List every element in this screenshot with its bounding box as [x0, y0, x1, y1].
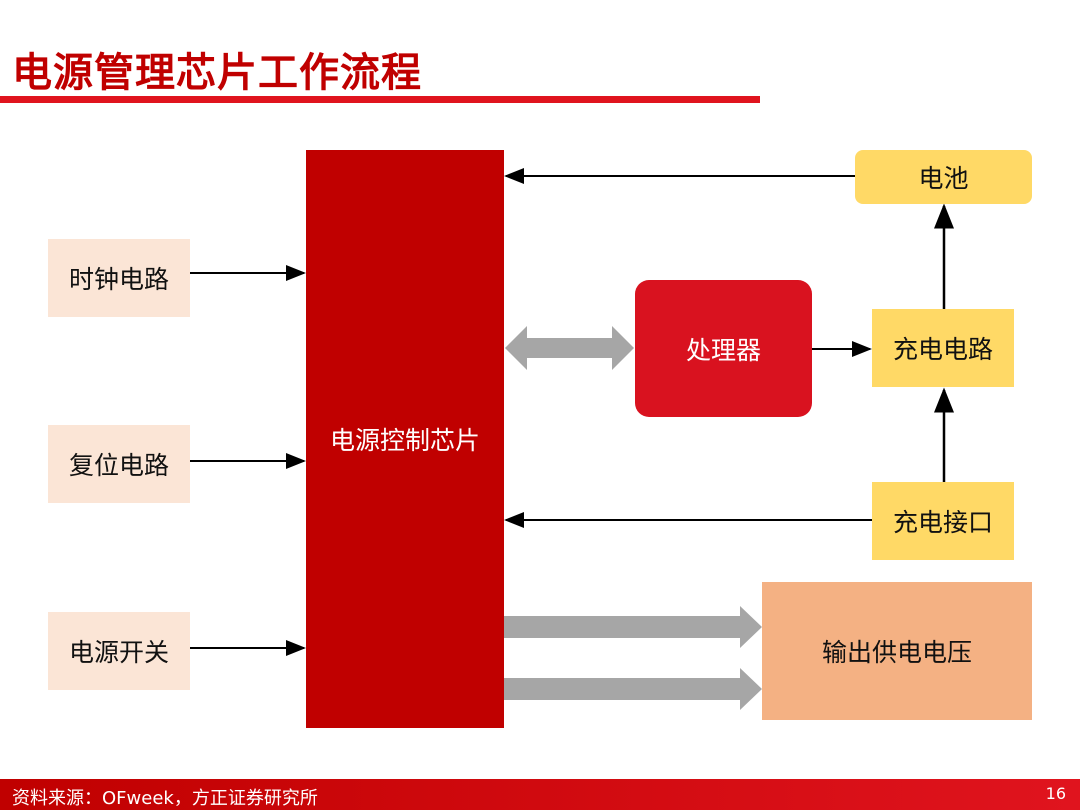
- processor-box: 处理器: [635, 280, 812, 417]
- power-switch-box: 电源开关: [48, 612, 190, 690]
- bidirectional-arrow-chip-cpu: [505, 326, 634, 370]
- footer-bar: 资料来源：OFweek，方正证券研究所 16: [0, 779, 1080, 810]
- page-number: 16: [1045, 784, 1066, 803]
- power-control-chip-label: 电源控制芯片: [329, 426, 480, 455]
- clock-circuit-label: 时钟电路: [68, 265, 169, 294]
- output-voltage-label: 输出供电电压: [821, 638, 972, 667]
- processor-label: 处理器: [685, 335, 761, 365]
- charge-port-box: 充电接口: [872, 482, 1014, 560]
- reset-circuit-box: 复位电路: [48, 425, 190, 503]
- arrow-chip-to-output-2: [504, 668, 762, 710]
- charge-port-label: 充电接口: [892, 508, 993, 537]
- clock-circuit-box: 时钟电路: [48, 239, 190, 317]
- battery-box: 电池: [855, 150, 1032, 204]
- source-note: 资料来源：OFweek，方正证券研究所: [12, 788, 318, 809]
- reset-circuit-label: 复位电路: [68, 451, 169, 480]
- page-title: 电源管理芯片工作流程: [12, 50, 422, 96]
- title-underline: [0, 96, 760, 103]
- output-voltage-box: 输出供电电压: [762, 582, 1032, 720]
- charge-circuit-box: 充电电路: [872, 309, 1014, 387]
- power-switch-label: 电源开关: [68, 638, 169, 667]
- battery-label: 电池: [918, 164, 969, 193]
- power-control-chip-box: 电源控制芯片: [306, 150, 504, 728]
- arrow-chip-to-output-1: [504, 606, 762, 648]
- charge-circuit-label: 充电电路: [892, 335, 993, 364]
